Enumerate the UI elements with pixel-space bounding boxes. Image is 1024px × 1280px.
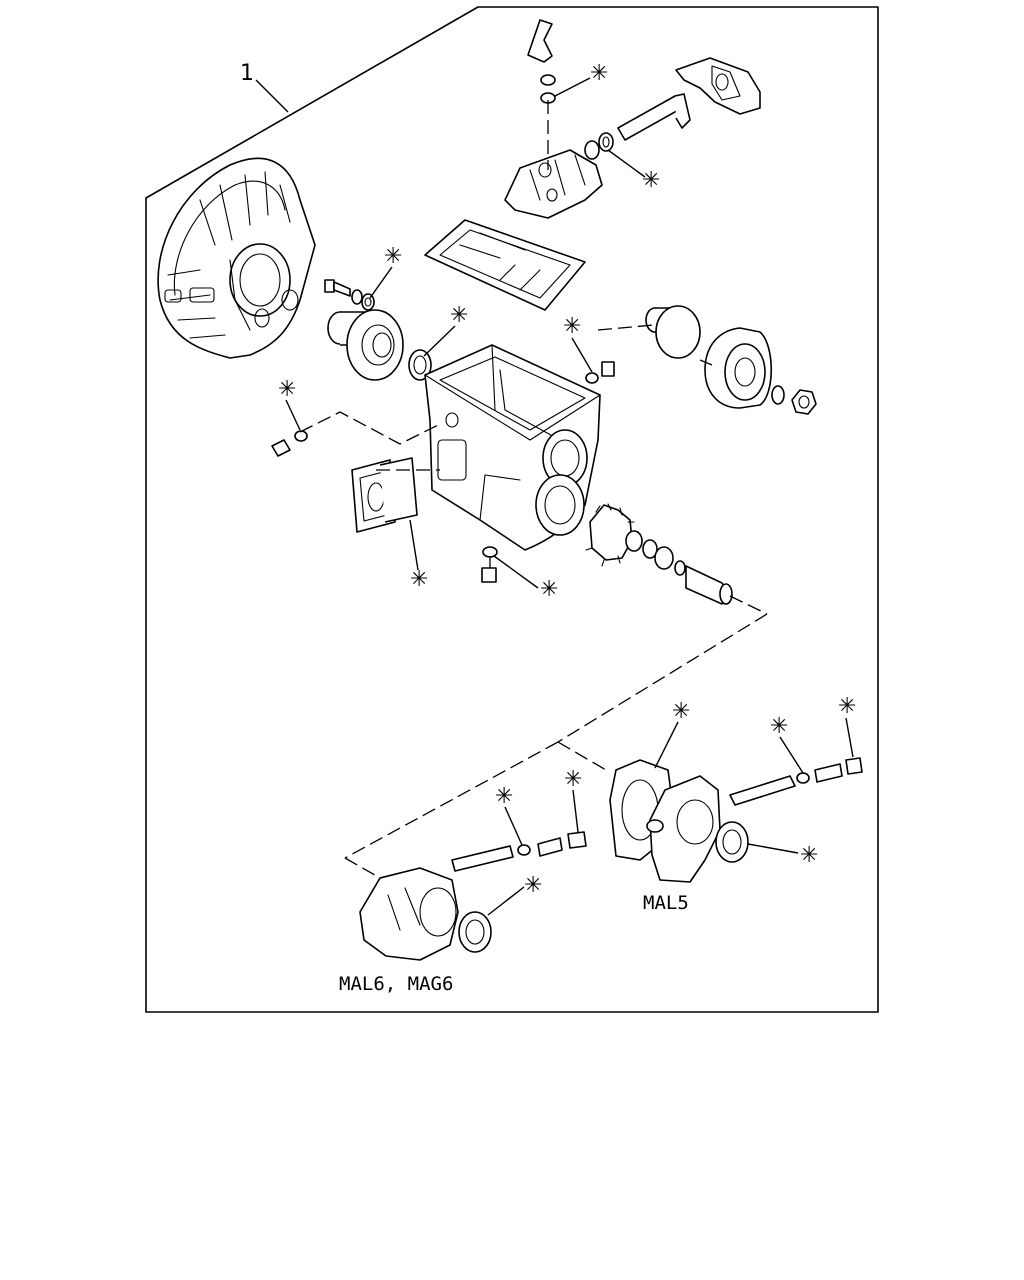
mal6-cover [359, 867, 459, 961]
marker-7: ✳ [410, 567, 428, 592]
mal5-seal [715, 821, 749, 863]
shift-housing [504, 149, 603, 219]
shift-seals [584, 132, 614, 160]
shift-shaft [617, 93, 691, 141]
output-bearing [704, 327, 773, 409]
output-flange [645, 305, 701, 359]
item-number: 1 [240, 61, 254, 86]
marker-9: ✳ [672, 699, 690, 724]
marker-group: ✳ ✳ ✳ ✳ ✳ ✳ ✳ ✳ ✳ ✳ ✳ ✳ ✳ ✳ ✳ [278, 61, 856, 916]
gearbox-case [424, 344, 601, 551]
shift-lever [527, 19, 556, 104]
marker-13: ✳ [564, 767, 582, 792]
marker-5: ✳ [563, 314, 581, 339]
variant-label-mal5: MAL5 [643, 892, 689, 914]
output-washer-nut [771, 385, 817, 415]
marker-3: ✳ [384, 244, 402, 269]
housing-bolt [324, 279, 375, 311]
gear-shaft-assembly [585, 503, 733, 605]
top-cover [424, 219, 586, 311]
variant-label-mal6-mag6: MAL6, MAG6 [339, 973, 453, 995]
breather-plug [585, 361, 615, 384]
side-plug [271, 430, 308, 457]
marker-8: ✳ [540, 577, 558, 602]
marker-4: ✳ [450, 303, 468, 328]
mal5-shaft [729, 757, 863, 806]
oil-seal-front [408, 349, 432, 381]
kit-boundary [145, 6, 879, 1013]
marker-2: ✳ [642, 168, 660, 193]
marker-14: ✳ [495, 784, 513, 809]
inspection-cover [351, 457, 418, 533]
drain-plug [481, 546, 498, 583]
flywheel-housing [157, 157, 316, 359]
marker-6: ✳ [278, 377, 296, 402]
item-leader [255, 79, 289, 113]
marker-11: ✳ [838, 694, 856, 719]
marker-10: ✳ [770, 714, 788, 739]
marker-12: ✳ [800, 843, 818, 868]
marker-1: ✳ [590, 61, 608, 86]
assembly-lines [299, 100, 768, 879]
control-bracket [675, 57, 761, 115]
bearing-retainer [327, 309, 404, 381]
mal5-cover [646, 775, 721, 883]
marker-15: ✳ [524, 873, 542, 898]
mal6-shaft [451, 831, 587, 872]
mal6-seal [458, 911, 492, 953]
